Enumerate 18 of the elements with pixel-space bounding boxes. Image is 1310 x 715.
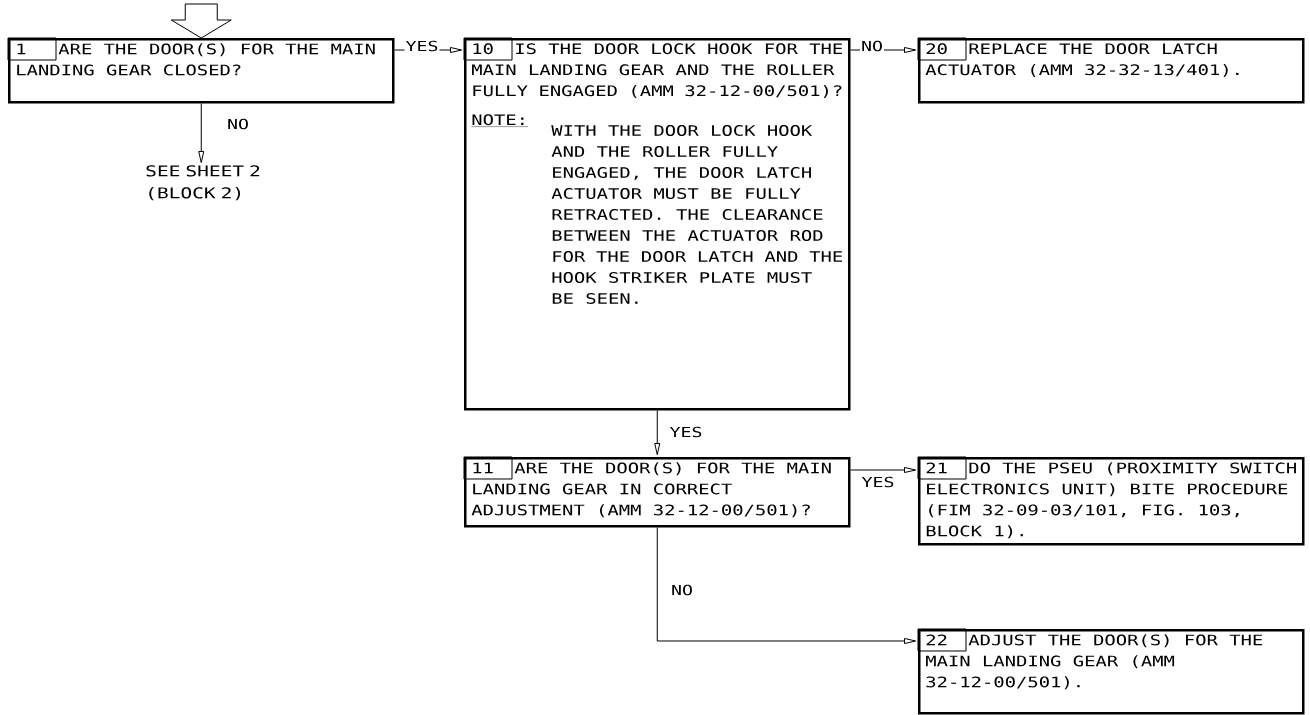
edge-label: NO: [862, 40, 882, 52]
action-box: 22 ADJUST THE DOOR(S) FOR THE MAIN LANDING GEAR (AMM 32-12-00/501).: [917, 628, 1305, 715]
arrow: [656, 527, 917, 644]
question-box: 10 IS THE DOOR LOCK HOOK FOR THE MAIN LANDING GEAR AND THE ROLLER FULLY ENGAGED (AMM 32-12-00/501)? NOTE: WITH THE DOOR LOCK HOOK AND THE ROLLER FULLY ENGAGED, THE DOOR LATCH ACTUATOR MUST BE FULLY RETRACTED. THE CLEARANCE BETWEEN THE ACTUATOR ROD FOR THE DOOR LATCH AND THE HOOK STRIKER PLATE MUST BE SEEN.: [463, 37, 851, 411]
action-box: 20 REPLACE THE DOOR LATCH ACTUATOR (AMM 32-32-13/401).: [917, 37, 1305, 104]
edge-label: YES: [669, 426, 702, 438]
edge-label: NO: [672, 584, 692, 596]
edge-label: YES: [405, 40, 438, 52]
question-box: 1 ARE THE DOOR(S) FOR THE MAIN LANDING GEAR CLOSED?: [7, 37, 395, 104]
entry-arrow: [170, 3, 232, 39]
arrow: [850, 467, 917, 473]
edge-label: YES: [861, 476, 894, 488]
action-box: 21 DO THE PSEU (PROXIMITY SWITCH ELECTRONICS UNIT) BITE PROCEDURE (FIM 32-09-03/101, FIG. 103, BLOCK 1).: [917, 456, 1305, 546]
question-box: 11 ARE THE DOOR(S) FOR THE MAIN LANDING GEAR IN CORRECT ADJUSTMENT (AMM 32-12-00/501)?: [463, 456, 851, 528]
arrow: [654, 410, 661, 456]
reference-text: SEE SHEET 2 (BLOCK 2): [146, 165, 260, 201]
arrow: [198, 103, 205, 164]
edge-label: NO: [228, 118, 248, 130]
